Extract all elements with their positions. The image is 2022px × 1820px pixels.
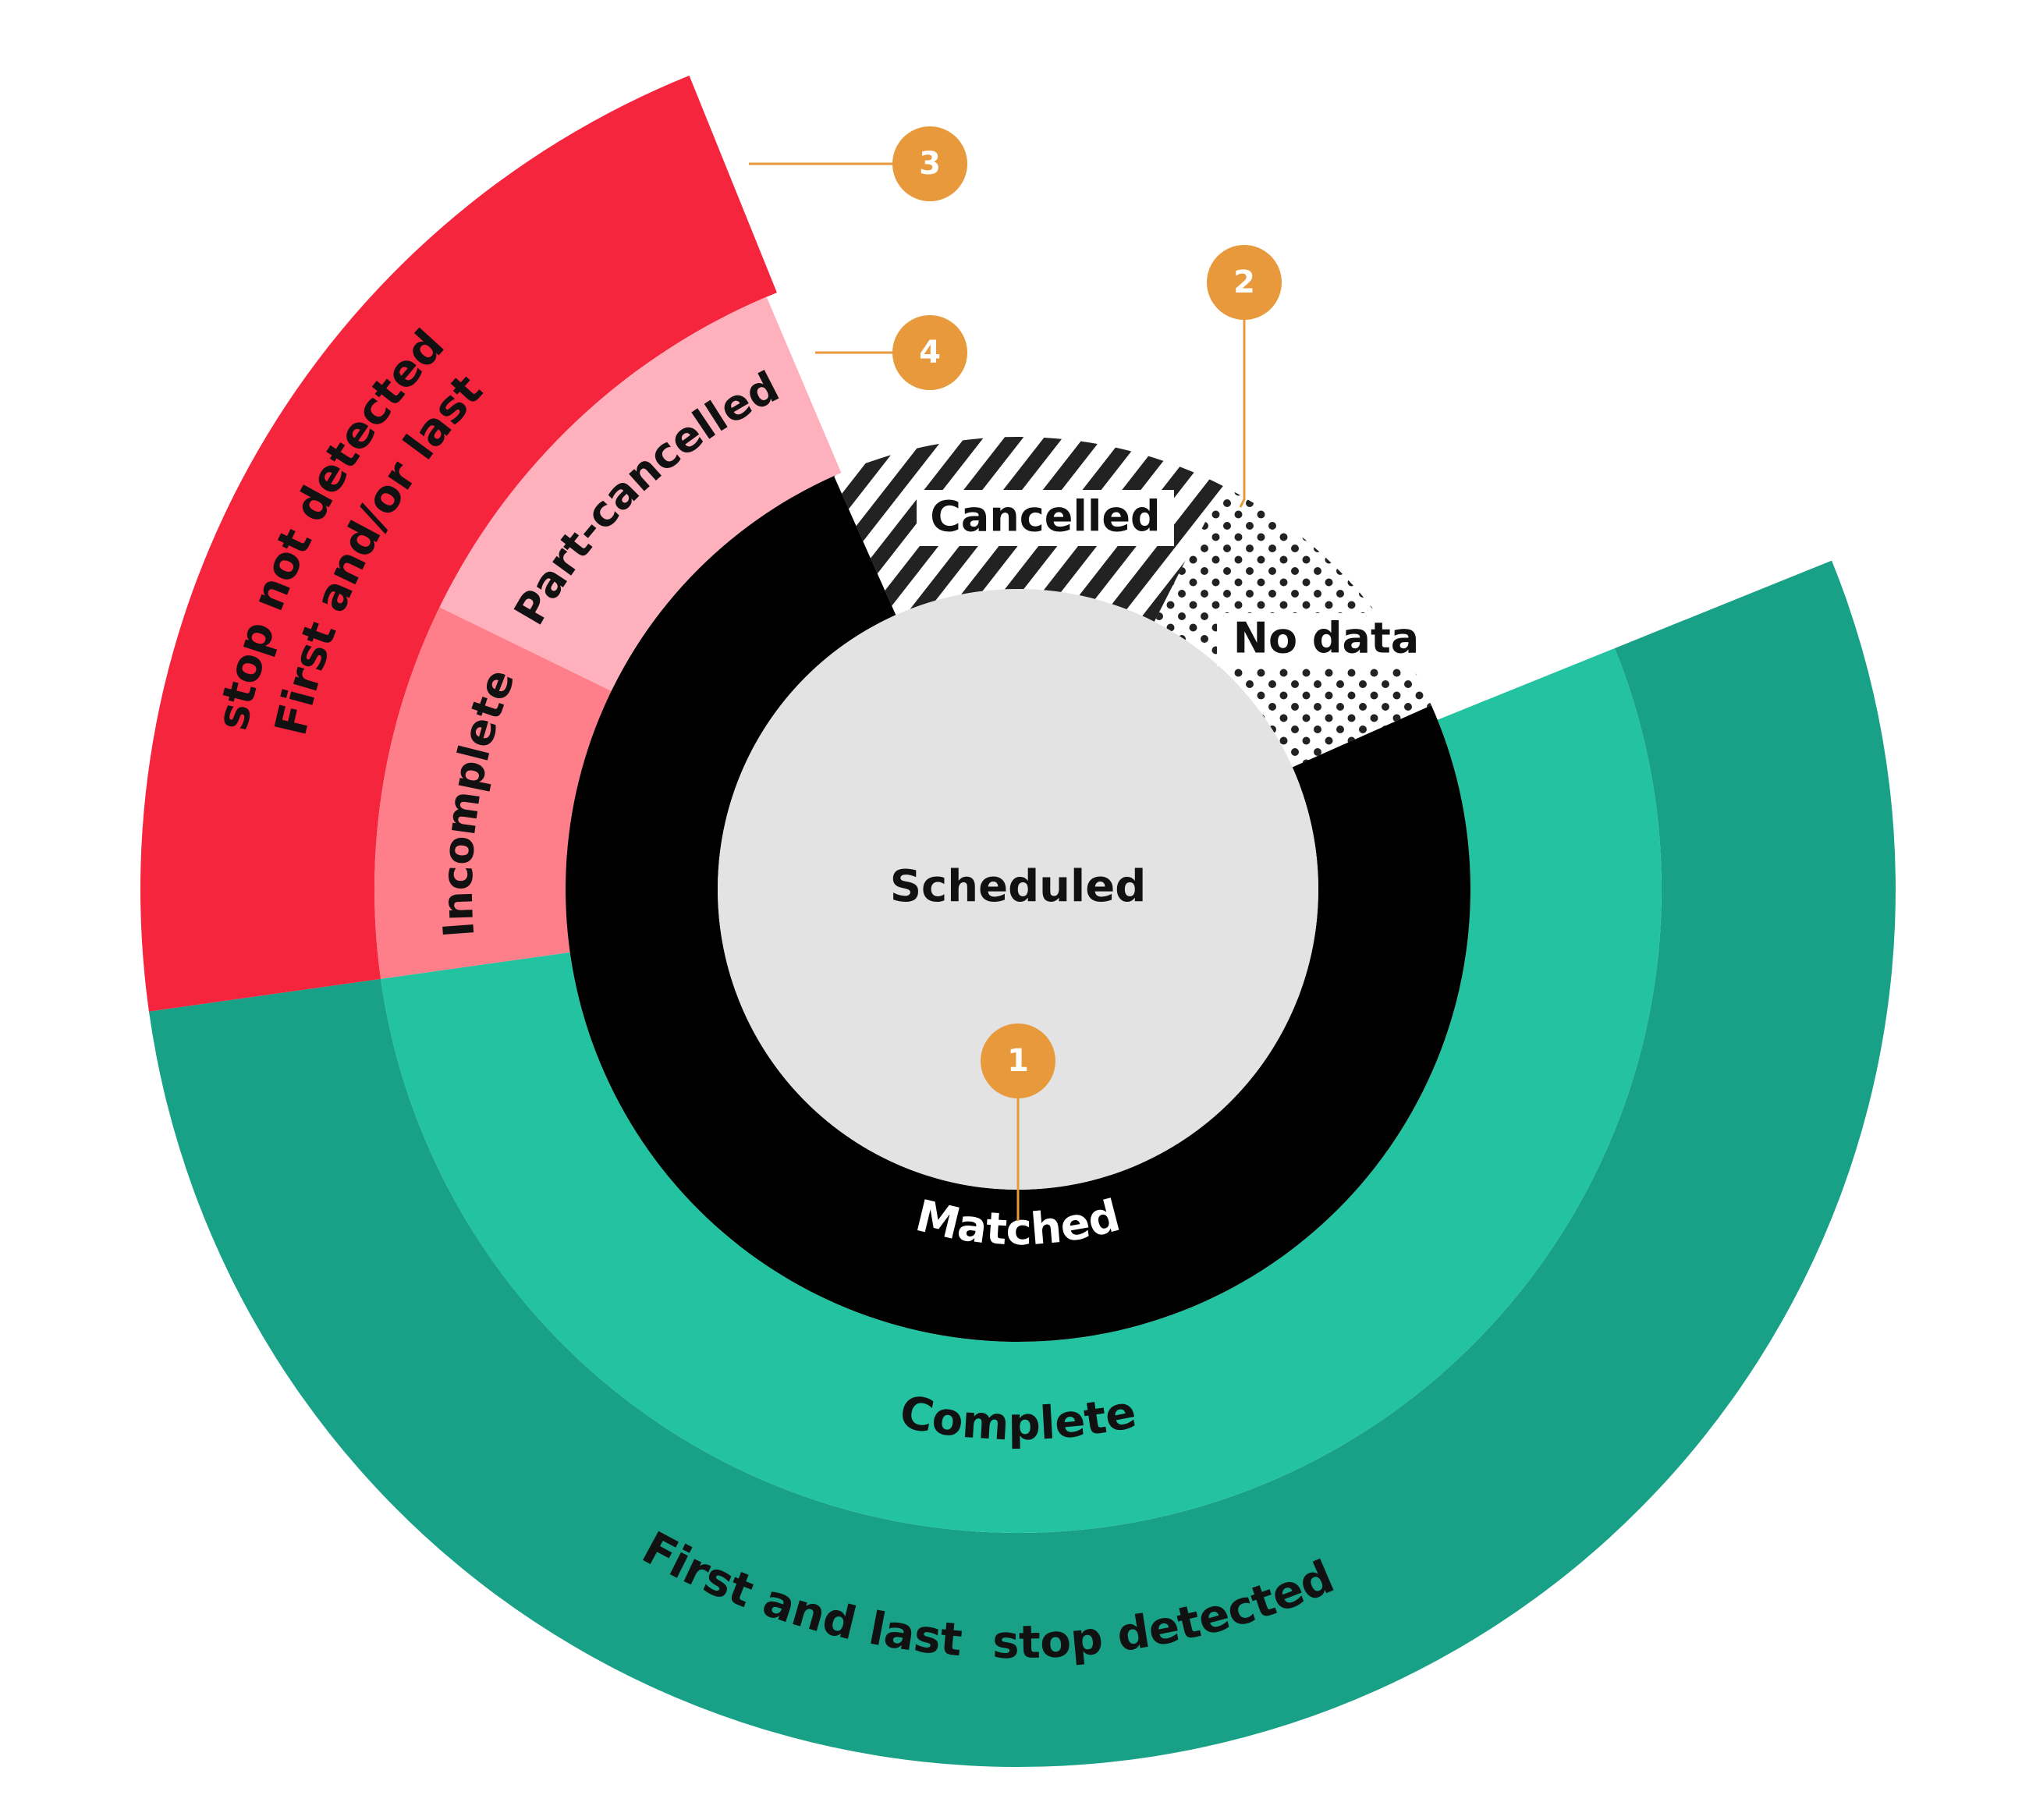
marker-4-number: 4 [919, 335, 941, 371]
marker-2-number: 2 [1233, 264, 1255, 300]
ring3-segment-not-detected [140, 75, 777, 1012]
marker-3-number: 3 [919, 146, 941, 182]
label-no-data: No data [1233, 614, 1419, 663]
ring2-segment-part-cancelled [439, 296, 842, 691]
label-cancelled: Cancelled [930, 492, 1160, 541]
marker-1-number: 1 [1007, 1043, 1029, 1079]
label-no-data-box [1217, 613, 1428, 666]
center-circle-scheduled [718, 589, 1318, 1190]
label-scheduled: Scheduled [890, 861, 1147, 912]
callout-line-2 [1239, 300, 1246, 508]
marker-3: 3 [892, 126, 967, 201]
marker-4-circle [892, 315, 967, 390]
marker-1: 1 [981, 1024, 1055, 1098]
ring1-segment-matched [566, 476, 1470, 1343]
label-cancelled-box [917, 490, 1174, 546]
marker-3-circle [892, 126, 967, 201]
marker-1-circle [981, 1024, 1055, 1098]
callout-lines [749, 162, 1246, 1221]
ring2-segment-incomplete [374, 607, 612, 979]
ring3-segment-first-last-detected [148, 560, 1896, 1767]
ring2-segment-complete [381, 647, 1662, 1533]
marker-4: 4 [892, 315, 967, 390]
marker-2-circle [1207, 245, 1282, 320]
marker-2: 2 [1207, 245, 1282, 320]
